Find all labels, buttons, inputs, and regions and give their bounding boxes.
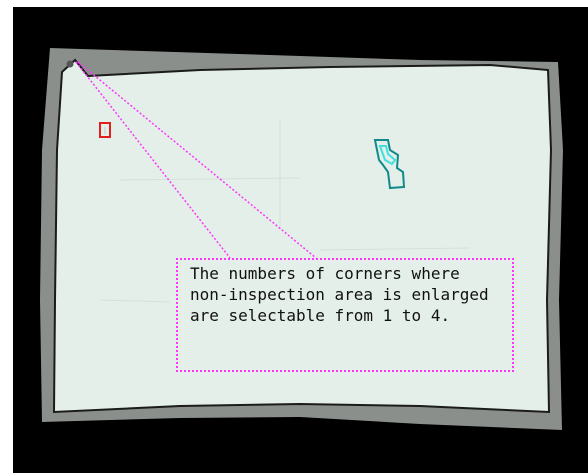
defect-marker-cyan[interactable]	[373, 139, 406, 190]
callout-box: The numbers of corners where non-inspect…	[176, 258, 514, 372]
left-margin	[0, 0, 13, 473]
inspection-area	[52, 58, 553, 414]
corner-mark-icon	[66, 60, 74, 68]
sheet-texture	[99, 120, 471, 303]
callout-pointer-line	[77, 61, 317, 259]
defect-marker-red[interactable]	[99, 122, 111, 138]
defect-highlight	[378, 145, 397, 166]
callout-text: The numbers of corners where non-inspect…	[190, 264, 489, 325]
callout-pointer-line	[75, 61, 231, 259]
top-margin	[0, 0, 588, 7]
